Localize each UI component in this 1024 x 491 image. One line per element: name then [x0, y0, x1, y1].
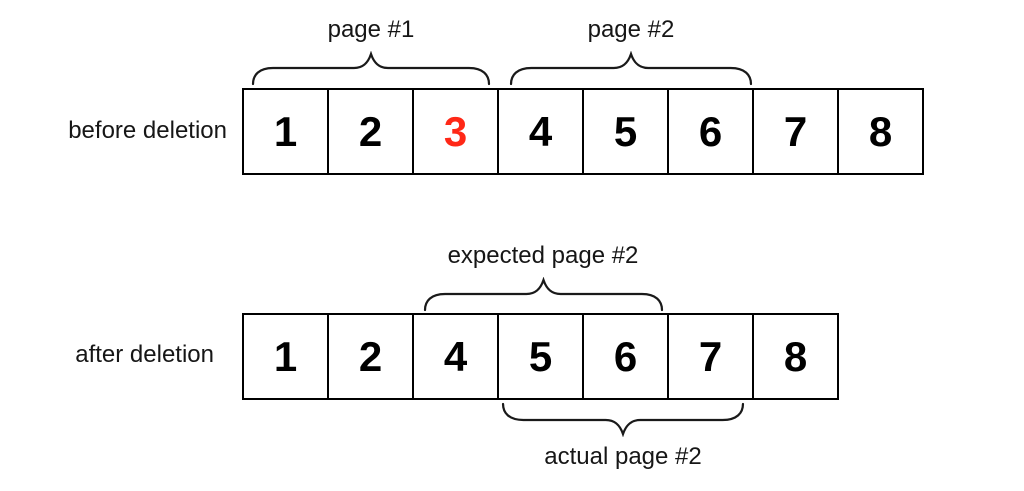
cell: 5 [497, 313, 584, 400]
before-deletion-row: 1 2 3 4 5 6 7 8 [242, 88, 924, 175]
actual-page2-brace-down [501, 402, 745, 437]
before-deletion-label: before deletion [68, 117, 227, 144]
after-deletion-label: after deletion [75, 341, 214, 368]
cell: 5 [582, 88, 669, 175]
cell: 8 [837, 88, 924, 175]
cell: 2 [327, 313, 414, 400]
cell: 7 [667, 313, 754, 400]
after-deletion-row: 1 2 4 5 6 7 8 [242, 313, 839, 400]
cell: 1 [242, 88, 329, 175]
cell: 4 [412, 313, 499, 400]
page1-brace-up [251, 51, 491, 86]
cell: 2 [327, 88, 414, 175]
actual-page2-brace-label: actual page #2 [544, 443, 702, 470]
cell: 7 [752, 88, 839, 175]
expected-page2-brace-up [423, 277, 664, 312]
cell: 8 [752, 313, 839, 400]
page2-brace-label: page #2 [587, 16, 675, 43]
expected-page2-brace-label: expected page #2 [447, 242, 639, 269]
cell: 1 [242, 313, 329, 400]
cell: 6 [667, 88, 754, 175]
cell: 6 [582, 313, 669, 400]
page2-brace-up [509, 51, 753, 86]
cell: 4 [497, 88, 584, 175]
cell-deleted-item: 3 [412, 88, 499, 175]
page1-brace-label: page #1 [327, 16, 415, 43]
